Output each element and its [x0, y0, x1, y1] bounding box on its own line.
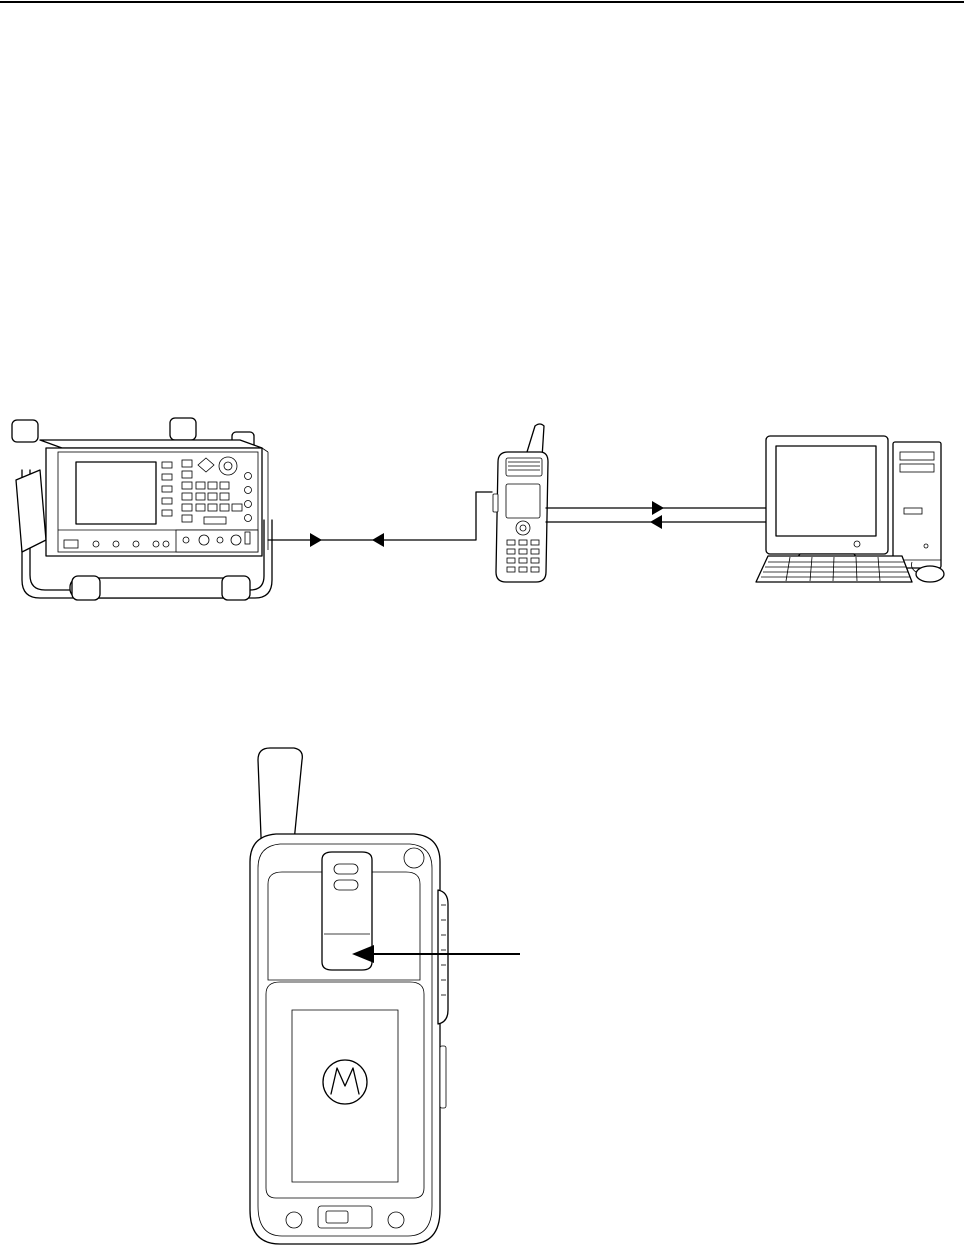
side-bracket: [16, 470, 46, 552]
side-connector: [493, 494, 498, 512]
rf-cable-line: [268, 492, 492, 540]
arrow-left-icon: [650, 515, 662, 529]
bumper-top-mid: [170, 418, 196, 440]
pc-mouse: [916, 566, 944, 582]
radio-front-illustration: [493, 424, 548, 582]
bumper-top-left: [12, 420, 38, 442]
arrow-right-icon: [652, 501, 664, 515]
handle-grip-right: [222, 576, 250, 600]
pc-tower: [893, 442, 941, 568]
programming-cable: [546, 501, 766, 529]
radio-back-illustration: [250, 748, 448, 1244]
desktop-computer-illustration: [756, 436, 944, 582]
arrow-left-icon: [372, 533, 384, 547]
motorola-logo-icon: [323, 1060, 367, 1104]
top-bump: [404, 848, 424, 868]
monitor-top: [40, 440, 262, 448]
clip-slot-upper: [334, 864, 358, 874]
monitor-screen: [76, 462, 156, 524]
pc-monitor-screen: [776, 446, 876, 536]
power-switch: [64, 540, 78, 548]
clip-slot-lower: [334, 880, 358, 890]
radio-display: [506, 484, 540, 518]
arrow-right-icon: [310, 533, 322, 547]
service-monitor-illustration: [12, 418, 272, 600]
handle-grip-left: [72, 576, 100, 600]
rf-port: [245, 532, 250, 544]
rf-cable: [268, 492, 492, 547]
